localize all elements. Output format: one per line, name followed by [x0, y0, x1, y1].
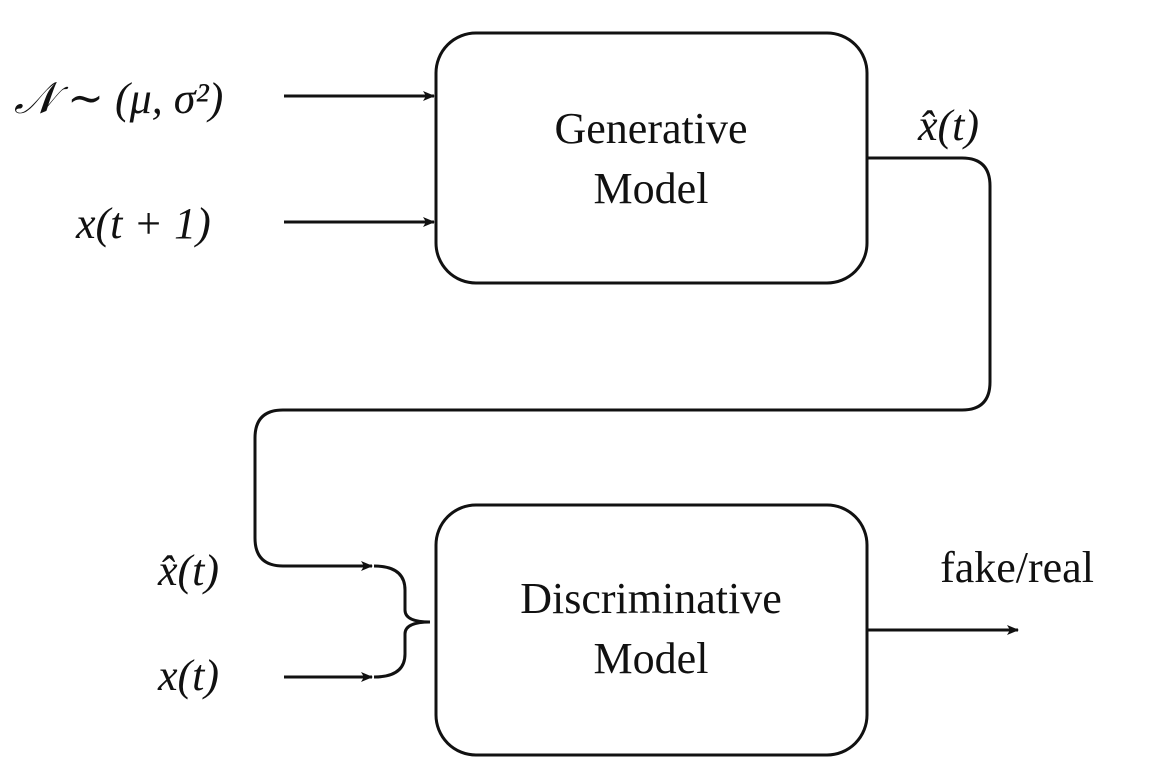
discriminative-model-label-line1: Discriminative — [520, 574, 782, 623]
generated-output-label: x̂(t) — [917, 101, 979, 150]
generative-model-label-line1: Generative — [555, 104, 748, 153]
disc-generated-input-label: x̂(t) — [157, 546, 219, 595]
input-merge-brace — [373, 564, 431, 679]
generative-model-box — [434, 31, 869, 285]
future-input-label: x(t + 1) — [75, 199, 211, 248]
discriminative-model-box — [434, 503, 869, 757]
noise-input-label: 𝒩 ∼ (μ, σ²) — [14, 74, 223, 123]
disc-real-input-label: x(t) — [157, 651, 219, 700]
generative-model-label-line2: Model — [594, 164, 709, 213]
generated-feedback-connector — [253, 156, 992, 571]
discriminative-model-label-line2: Model — [594, 634, 709, 683]
fake-real-output-label: fake/real — [940, 543, 1094, 592]
